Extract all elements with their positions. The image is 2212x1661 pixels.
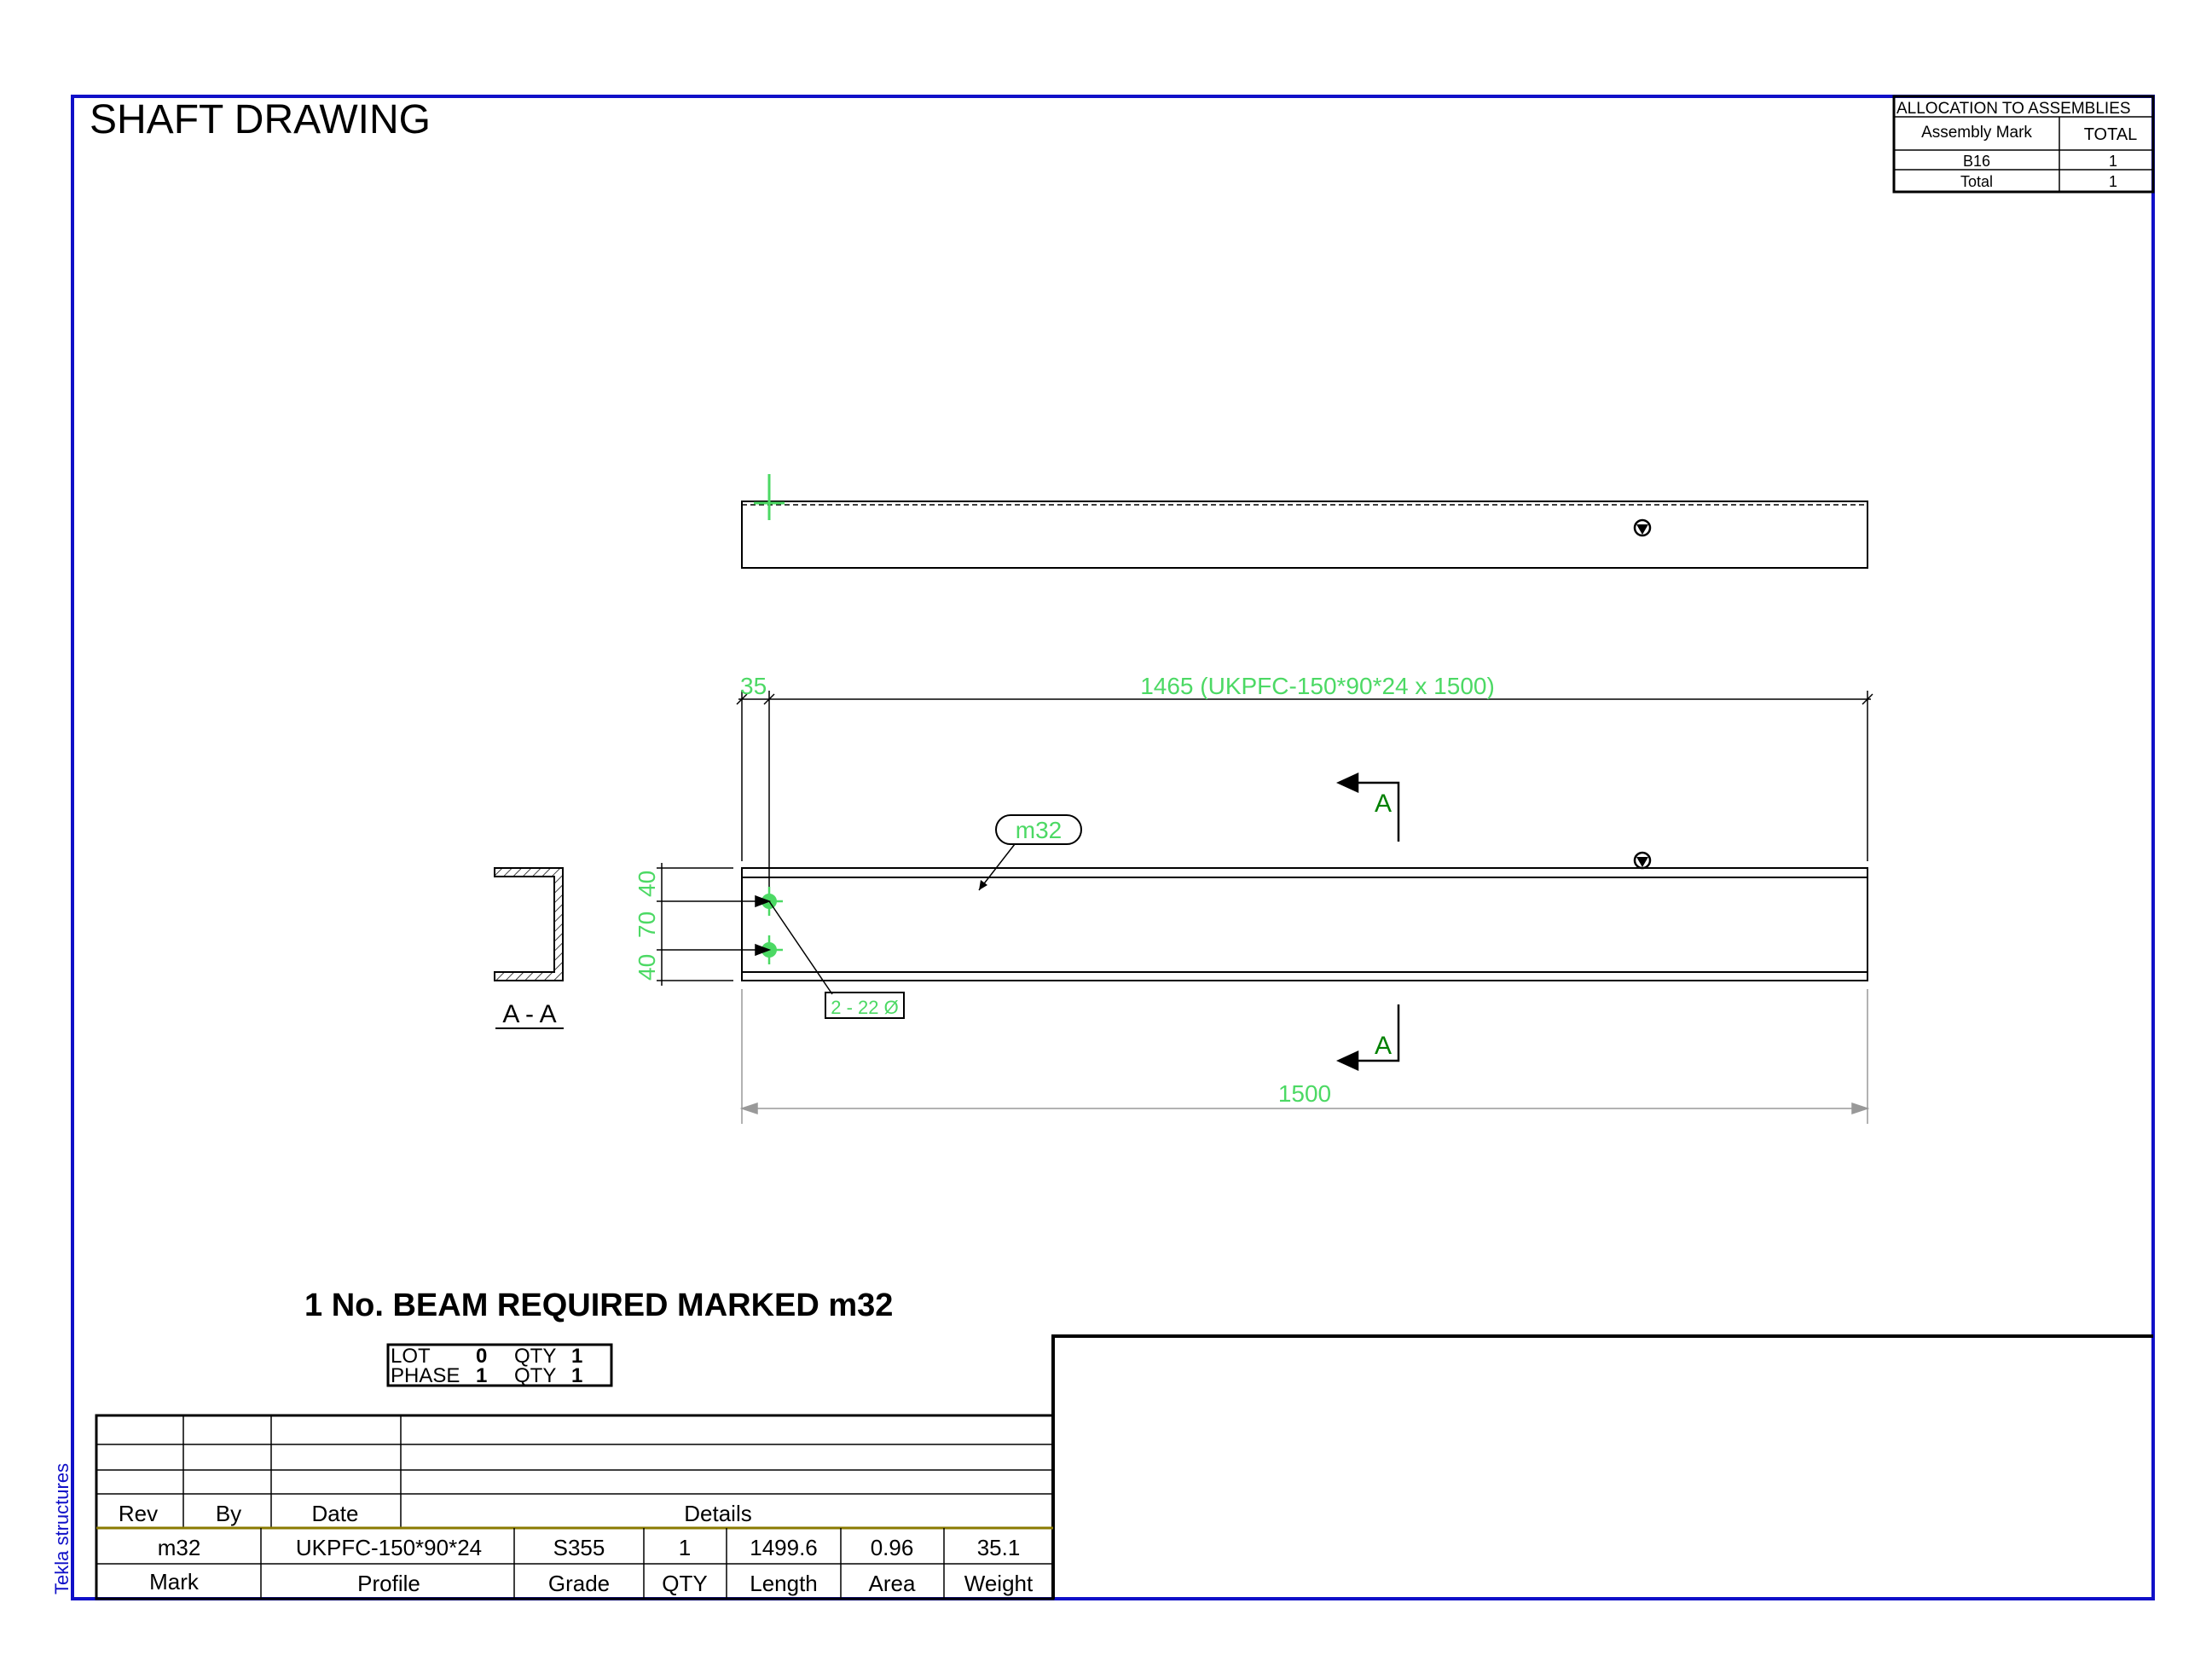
header-profile: Profile	[357, 1571, 420, 1596]
header-weight: Weight	[964, 1571, 1034, 1596]
allocation-table	[1892, 95, 2155, 194]
allocation-row-total: 1	[2109, 153, 2117, 170]
channel-section-view	[494, 867, 564, 981]
lot-qty-value: 1	[571, 1345, 582, 1368]
weld-symbol-front-icon	[1633, 851, 1652, 870]
by-header: By	[216, 1501, 241, 1526]
allocation-header: ALLOCATION TO ASSEMBLIES	[1896, 100, 2131, 118]
cell-area: 0.96	[871, 1535, 914, 1560]
cell-weight: 35.1	[977, 1535, 1021, 1560]
header-mark: Mark	[149, 1569, 200, 1594]
dim-v70: 70	[634, 912, 660, 938]
lot-phase-box	[386, 1343, 613, 1387]
cell-qty: 1	[679, 1535, 691, 1560]
drawing-frame	[71, 95, 2155, 1600]
weld-symbol-icon	[1633, 518, 1652, 537]
date-header: Date	[312, 1501, 359, 1526]
dim-35: 35	[740, 673, 767, 699]
dim-v40-bottom: 40	[634, 954, 660, 981]
required-note: 1 No. BEAM REQUIRED MARKED m32	[304, 1288, 893, 1323]
rev-header: Rev	[119, 1501, 158, 1526]
header-grade: Grade	[548, 1571, 610, 1596]
allocation-total-label: Total	[1960, 173, 1993, 190]
phase-value: 1	[476, 1364, 487, 1387]
cell-mark: m32	[158, 1535, 201, 1560]
vertical-dimension-lines	[657, 863, 772, 986]
allocation-col-total: TOTAL	[2084, 125, 2138, 144]
phase-qty-value: 1	[571, 1364, 582, 1387]
phase-label: PHASE	[391, 1364, 460, 1387]
dim-1465: 1465 (UKPFC-150*90*24 x 1500)	[1140, 673, 1495, 699]
section-cut-top	[1335, 773, 1400, 842]
beam-front-view	[741, 867, 1868, 981]
allocation-total-value: 1	[2109, 173, 2117, 190]
lot-qty-label: QTY	[514, 1345, 556, 1368]
cell-grade: S355	[553, 1535, 605, 1560]
lot-label: LOT	[391, 1345, 431, 1368]
header-length: Length	[750, 1571, 818, 1596]
section-letter-top: A	[1375, 790, 1392, 818]
details-header: Details	[684, 1501, 751, 1526]
beam-top-view	[741, 474, 1868, 569]
top-dimension-lines	[736, 691, 1873, 895]
cell-length: 1499.6	[750, 1535, 818, 1560]
header-area: Area	[869, 1571, 916, 1596]
hole-callout	[768, 900, 905, 1019]
part-mark-label: m32	[1016, 817, 1062, 843]
cell-profile: UKPFC-150*90*24	[296, 1535, 482, 1560]
phase-qty-label: QTY	[514, 1364, 556, 1387]
section-cut-bottom	[1335, 1004, 1400, 1071]
allocation-col-mark: Assembly Mark	[1921, 124, 2032, 142]
header-qty: QTY	[662, 1571, 707, 1596]
section-letter-bottom: A	[1375, 1032, 1392, 1060]
allocation-row-mark: B16	[1963, 153, 1990, 170]
section-label: A - A	[502, 1000, 556, 1028]
part-table	[96, 1528, 1053, 1599]
drawing-title: SHAFT DRAWING	[90, 97, 431, 142]
hole-callout-label: 2 - 22 Ø	[831, 997, 898, 1018]
side-label: Tekla structures	[51, 1463, 72, 1594]
overall-dimension-line	[739, 989, 1870, 1124]
dim-1500: 1500	[1278, 1080, 1331, 1107]
revision-table	[95, 1414, 1055, 1600]
title-block-right	[1051, 1334, 2153, 1599]
lot-value: 0	[476, 1345, 487, 1368]
dim-v40-top: 40	[634, 871, 660, 897]
